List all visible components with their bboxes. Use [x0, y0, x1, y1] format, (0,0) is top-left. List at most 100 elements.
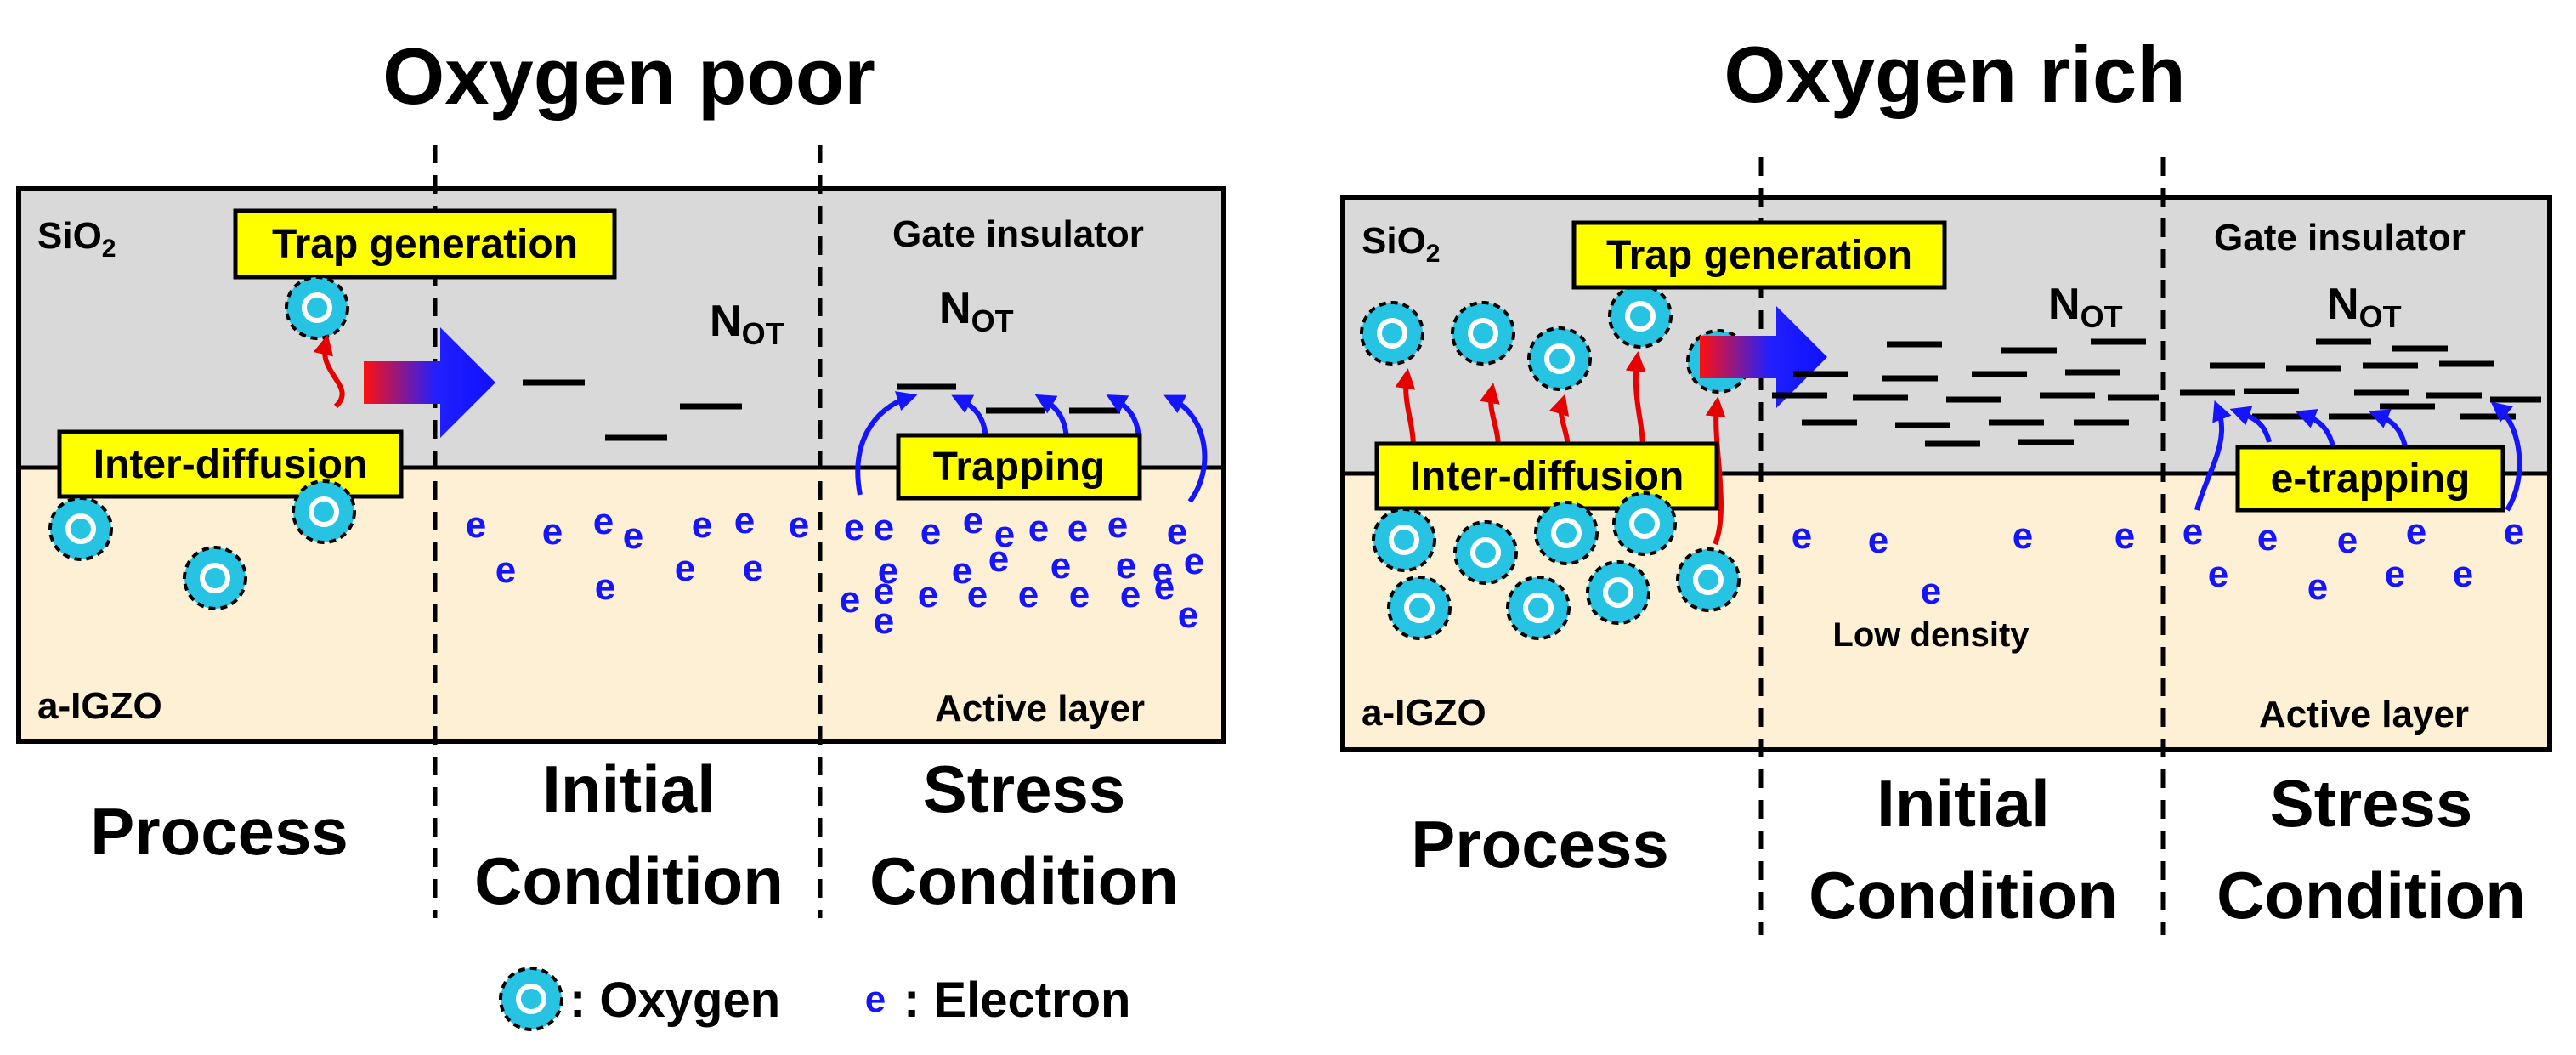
svg-text:e: e — [1154, 566, 1175, 608]
svg-text:e: e — [466, 504, 486, 546]
svg-text:e: e — [495, 549, 516, 591]
inter-diffusion-label: Inter-diffusion — [93, 442, 368, 487]
svg-text:e: e — [2307, 566, 2328, 608]
svg-text:e: e — [1028, 508, 1049, 549]
diffusion-arrow — [313, 334, 345, 409]
trap-generation-arrow — [364, 327, 495, 438]
svg-text:e: e — [2183, 511, 2203, 553]
svg-text:e: e — [1116, 545, 1136, 587]
svg-text:e: e — [623, 515, 643, 557]
svg-text:e: e — [874, 570, 894, 612]
oxygen-atom — [1453, 520, 1518, 585]
not-label: NOT — [939, 284, 1014, 338]
caption-initial-line1: Initial — [1877, 766, 2050, 841]
svg-text:e: e — [595, 566, 615, 608]
oxide-traps — [523, 379, 742, 441]
oxygen-atom — [183, 546, 247, 610]
svg-text:e: e — [2385, 553, 2405, 595]
svg-text:e: e — [844, 507, 864, 548]
svg-text:e: e — [1018, 574, 1039, 615]
svg-text:e: e — [743, 547, 763, 589]
svg-text:e: e — [1921, 570, 1941, 612]
svg-text:e: e — [1167, 511, 1187, 553]
svg-text:e: e — [675, 547, 695, 589]
svg-text:e: e — [2257, 517, 2278, 559]
trap-generation-label: Trap generation — [1606, 233, 1912, 278]
inter-diffusion-label: Inter-diffusion — [1410, 454, 1684, 499]
caption-initial-line2: Condition — [474, 843, 784, 918]
legend-electron-label: : Electron — [903, 973, 1131, 1028]
oxide-traps — [1772, 338, 2159, 447]
oxygen-atom — [1527, 326, 1592, 391]
svg-text:e: e — [2406, 511, 2426, 553]
active-material-label: a-IGZO — [37, 685, 162, 727]
oxygen-atom — [1608, 284, 1673, 349]
gate-insulator-label: Gate insulator — [2214, 217, 2466, 258]
legend-oxygen-icon — [499, 967, 563, 1031]
svg-text:e: e — [874, 600, 894, 642]
caption-stress-line1: Stress — [2270, 766, 2473, 841]
svg-text:e: e — [789, 504, 809, 546]
svg-text:e: e — [2115, 515, 2135, 557]
svg-text:e: e — [2504, 511, 2524, 553]
oxygen-atom — [1612, 491, 1677, 556]
oxygen-atom — [1506, 576, 1571, 640]
svg-text:e: e — [874, 507, 894, 548]
trap-generation-arrow — [1700, 306, 1827, 408]
svg-text:e: e — [1107, 504, 1128, 546]
svg-text:e: e — [542, 511, 563, 553]
gate-material-label: SiO2 — [1362, 220, 1440, 268]
stack-outline — [16, 186, 1226, 744]
not-label: NOT — [2327, 280, 2402, 334]
panel-title: Oxygen poor — [382, 31, 875, 121]
trapping-arrows — [2194, 400, 2522, 512]
e-trapping-box — [2235, 445, 2505, 513]
gate-material-label: SiO2 — [37, 215, 116, 263]
not-label: NOT — [710, 297, 784, 351]
svg-text:e: e — [2013, 515, 2033, 557]
active-material-label: a-IGZO — [1362, 692, 1486, 734]
panel-oxygen-rich: Oxygen rich SiO2 Gate insulator a-IGZO A… — [1340, 30, 2552, 935]
trap-generation-box — [233, 208, 617, 280]
oxygen-atom — [1387, 576, 1452, 640]
svg-text:e: e — [878, 550, 898, 592]
legend-oxygen-label: : Oxygen — [569, 973, 780, 1028]
svg-text:e: e — [952, 550, 972, 592]
trap-generation-label: Trap generation — [272, 222, 578, 267]
oxygen-atom — [1360, 301, 1424, 366]
inter-diffusion-box — [57, 429, 404, 499]
gate-insulator-layer — [19, 189, 1224, 468]
oxide-traps — [2180, 338, 2541, 420]
caption-process: Process — [90, 794, 348, 869]
trapping-box — [896, 433, 1142, 501]
caption-stress-line2: Condition — [869, 843, 1179, 918]
oxygen-atom — [1586, 560, 1650, 625]
svg-text:e: e — [1178, 594, 1198, 636]
svg-text:e: e — [1050, 545, 1071, 587]
svg-text:e: e — [1067, 508, 1088, 549]
svg-text:e: e — [840, 579, 860, 621]
oxygen-atom — [1676, 547, 1741, 612]
gate-insulator-label: Gate insulator — [892, 213, 1144, 255]
caption-stress-line1: Stress — [923, 752, 1126, 826]
oxygen-atom — [48, 496, 113, 561]
svg-text:e: e — [734, 500, 755, 542]
svg-text:e: e — [920, 511, 941, 553]
trapping-label: Trapping — [933, 445, 1106, 490]
svg-text:e: e — [2208, 553, 2228, 595]
svg-text:e: e — [963, 500, 983, 542]
legend: : Oxygen e : Electron — [499, 967, 1131, 1031]
caption-stress-line2: Condition — [2216, 858, 2526, 933]
caption-process: Process — [1411, 807, 1669, 882]
e-trapping-label: e-trapping — [2271, 457, 2471, 502]
svg-text:e: e — [988, 538, 1009, 580]
svg-text:e: e — [1792, 515, 1812, 557]
caption-initial-line2: Condition — [1809, 858, 2118, 933]
svg-text:e: e — [967, 574, 988, 615]
legend-electron-icon: e — [865, 978, 886, 1020]
active-layer-label: Active layer — [2259, 694, 2469, 735]
